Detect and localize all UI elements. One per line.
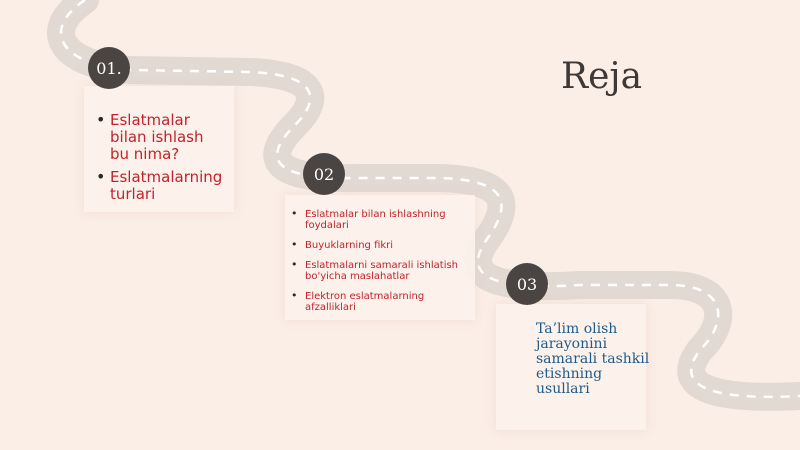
- list-item: Eslatmalarning turlari: [96, 168, 222, 203]
- step-03-card: [496, 304, 646, 430]
- step-02-list: Eslatmalar bilan ishlashning foydalari B…: [291, 208, 465, 322]
- step-03-text: Ta’lim olish jarayonini samarali tashkil…: [536, 321, 650, 397]
- step-02-card: Eslatmalar bilan ishlashning foydalari B…: [285, 195, 475, 320]
- list-item: Buyuklarning fikri: [291, 239, 465, 251]
- list-item: Elektron eslatmalarning afzalliklari: [291, 290, 465, 313]
- list-item: Eslatmalarni samarali ishlatish bo'yicha…: [291, 259, 465, 282]
- slide-title: Reja: [561, 56, 643, 97]
- step-01-card: Eslatmalar bilan ishlash bu nima? Eslatm…: [84, 86, 234, 212]
- step-01-list: Eslatmalar bilan ishlash bu nima? Eslatm…: [96, 111, 222, 209]
- step-01-badge: 01.: [88, 47, 130, 89]
- step-03-badge: 03: [506, 263, 548, 305]
- list-item: Eslatmalar bilan ishlashning foydalari: [291, 208, 465, 231]
- step-02-badge: 02: [303, 153, 345, 195]
- list-item: Eslatmalar bilan ishlash bu nima?: [96, 111, 218, 163]
